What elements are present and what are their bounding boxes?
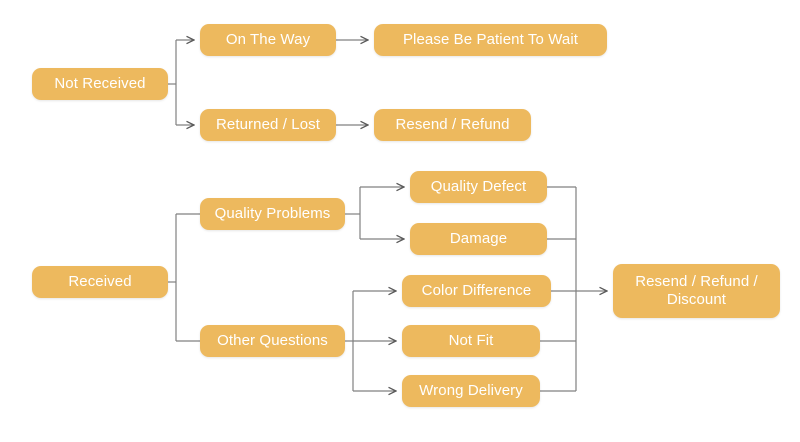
node-resend-refund[interactable]: Resend / Refund <box>374 109 531 141</box>
node-damage[interactable]: Damage <box>410 223 547 255</box>
node-returned-lost[interactable]: Returned / Lost <box>200 109 336 141</box>
node-label: Resend / Refund / Discount <box>635 272 758 308</box>
node-other-questions[interactable]: Other Questions <box>200 325 345 357</box>
node-label: Quality Problems <box>214 204 331 222</box>
node-label: Please Be Patient To Wait <box>402 30 579 48</box>
node-color-difference[interactable]: Color Difference <box>402 275 551 307</box>
node-label: Returned / Lost <box>215 115 321 133</box>
node-on-the-way[interactable]: On The Way <box>200 24 336 56</box>
node-label: Received <box>68 272 132 290</box>
node-label: Wrong Delivery <box>419 381 523 399</box>
node-label: Quality Defect <box>430 177 527 195</box>
node-label: Color Difference <box>421 281 532 299</box>
node-please-be-patient-to-wait[interactable]: Please Be Patient To Wait <box>374 24 607 56</box>
node-label: Damage <box>449 229 508 247</box>
node-quality-problems[interactable]: Quality Problems <box>200 198 345 230</box>
node-label: Not Fit <box>448 331 494 349</box>
node-received[interactable]: Received <box>32 266 168 298</box>
node-not-fit[interactable]: Not Fit <box>402 325 540 357</box>
node-not-received[interactable]: Not Received <box>32 68 168 100</box>
node-wrong-delivery[interactable]: Wrong Delivery <box>402 375 540 407</box>
node-quality-defect[interactable]: Quality Defect <box>410 171 547 203</box>
node-label: On The Way <box>225 30 311 48</box>
node-label: Not Received <box>54 74 146 92</box>
node-resend-refund-discount[interactable]: Resend / Refund / Discount <box>613 264 780 318</box>
node-label: Resend / Refund <box>395 115 510 133</box>
node-label: Other Questions <box>217 331 328 349</box>
